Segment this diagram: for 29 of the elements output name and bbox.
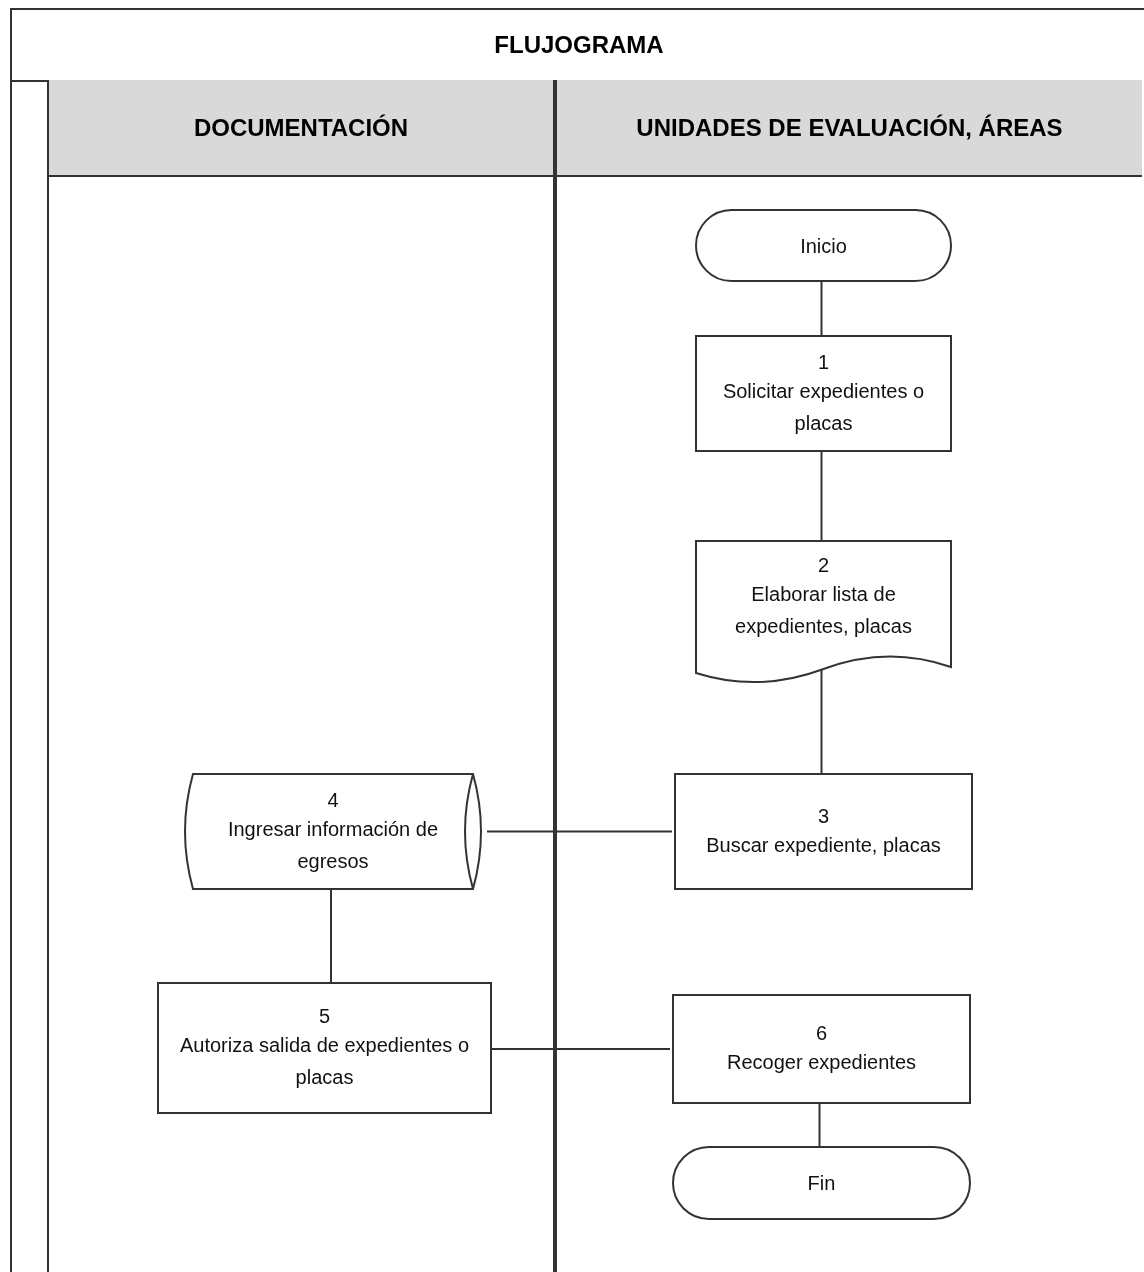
swimlane [555, 80, 1144, 1272]
step-text: Ingresar información de egresos [226, 816, 440, 874]
process-box [695, 335, 952, 452]
step-text: Fin [807, 1171, 836, 1196]
process-box [674, 773, 973, 890]
step-number: 6 [815, 1021, 828, 1046]
connector-line [489, 1048, 671, 1050]
swimlane [47, 80, 555, 1272]
connector-line [820, 281, 823, 336]
process-box [672, 994, 971, 1104]
step-number: 5 [318, 1004, 331, 1029]
connector-line [818, 1103, 821, 1147]
step-text: Buscar expediente, placas [706, 832, 941, 858]
lane-header: DOCUMENTACIÓN [49, 80, 553, 177]
connector-line [486, 830, 673, 833]
connector-line [820, 451, 823, 541]
step-text: Inicio [800, 233, 847, 259]
step-text: Autoriza salida de expedientes o placas [178, 1033, 471, 1090]
step-number: 4 [327, 787, 339, 813]
connector-line [820, 668, 823, 774]
step-text: Solicitar expedientes o placas [721, 378, 926, 436]
step-number: 2 [817, 553, 830, 578]
connector-line [330, 889, 332, 983]
step-text: Elaborar lista de expedientes, placas [734, 582, 913, 639]
process-box [157, 982, 492, 1114]
step-number: 1 [817, 349, 830, 375]
step-text: Recoger expedientes [727, 1050, 916, 1075]
lane-header: UNIDADES DE EVALUACIÓN, ÁREAS [557, 80, 1142, 177]
step-number: 3 [817, 803, 830, 829]
